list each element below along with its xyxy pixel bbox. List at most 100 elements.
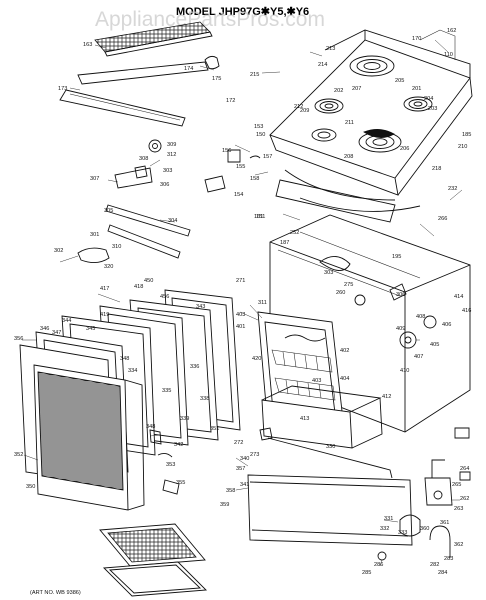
callout-label: 185	[462, 132, 471, 138]
callout-label: 312	[167, 152, 176, 158]
callout-label: 362	[454, 542, 463, 548]
callout-label: 410	[400, 368, 409, 374]
callout-label: 215	[250, 72, 259, 78]
callout-label: 209	[300, 108, 309, 114]
callout-label: 260	[336, 290, 345, 296]
callout-label: 408	[416, 314, 425, 320]
callout-label: 156	[222, 148, 231, 154]
callout-label: 195	[392, 254, 401, 260]
callout-label: 285	[362, 570, 371, 576]
callout-label: 211	[345, 120, 354, 126]
callout-label: 341	[240, 482, 249, 488]
callout-label: 350	[26, 484, 35, 490]
callout-label: 173	[58, 86, 67, 92]
cooktop-assembly	[269, 29, 473, 223]
callout-label: 201	[412, 86, 421, 92]
callout-label: 155	[236, 164, 245, 170]
callout-label: 252	[290, 230, 299, 236]
callout-label: 347	[52, 330, 61, 336]
callout-label: 158	[250, 176, 259, 182]
callout-label: 320	[104, 264, 113, 270]
callout-label: 357	[236, 466, 245, 472]
callout-label: 306	[396, 292, 405, 298]
broiler-pan	[99, 523, 208, 597]
callout-label: 305	[104, 208, 113, 214]
callout-label: 334	[128, 368, 137, 374]
callout-label: 162	[447, 28, 456, 34]
callout-label: 203	[428, 106, 437, 112]
callout-label: 351	[210, 426, 219, 432]
callout-label: 310	[112, 244, 121, 250]
callout-label: 175	[212, 76, 221, 82]
callout-label: 212	[294, 104, 303, 110]
callout-label: 172	[226, 98, 235, 104]
callout-label: 409	[396, 326, 405, 332]
callout-label: 402	[340, 348, 349, 354]
callout-label: 154	[234, 192, 243, 198]
callout-label: 302	[54, 248, 63, 254]
callout-label: 335	[162, 388, 171, 394]
callout-label: 213	[326, 46, 335, 52]
callout-label: 345	[86, 326, 95, 332]
callout-label: 358	[226, 488, 235, 494]
callout-label: 336	[190, 364, 199, 370]
callout-label: 418	[134, 284, 143, 290]
callout-label: 273	[250, 452, 259, 458]
callout-label: 308	[139, 156, 148, 162]
callout-label: 420	[252, 356, 261, 362]
callout-label: 272	[234, 440, 243, 446]
callout-label: 282	[430, 562, 439, 568]
callout-label: 303	[163, 168, 172, 174]
callout-label: 407	[414, 354, 423, 360]
callout-label: 352	[14, 452, 23, 458]
callout-label: 307	[90, 176, 99, 182]
callout-label: 301	[90, 232, 99, 238]
model-title: MODEL JHP97G✱Y5,✱Y6	[176, 6, 309, 18]
callout-label: 264	[460, 466, 469, 472]
callout-label: 456	[160, 294, 169, 300]
callout-label: 339	[180, 416, 189, 422]
callout-label: 403	[236, 312, 245, 318]
callout-label: 405	[430, 342, 439, 348]
callout-label: 210	[458, 144, 467, 150]
callout-label: 266	[438, 216, 447, 222]
callout-label: 214	[318, 62, 327, 68]
callout-label: 286	[374, 562, 383, 568]
callout-label: 208	[344, 154, 353, 160]
callout-label: 110	[444, 52, 453, 58]
callout-label: 361	[440, 520, 449, 526]
callout-label: 275	[344, 282, 353, 288]
callout-label: 403	[312, 378, 321, 384]
control-parts	[77, 139, 261, 263]
leveling-and-brackets	[259, 427, 471, 561]
callout-label: 404	[340, 376, 349, 382]
callout-label: 344	[62, 318, 71, 324]
leader-lines	[22, 39, 463, 567]
callout-label: 153	[254, 124, 263, 130]
callout-label: 414	[454, 294, 463, 300]
callout-label: 170	[412, 36, 421, 42]
callout-label: 163	[83, 42, 92, 48]
callout-label: 205	[395, 78, 404, 84]
callout-label: 265	[452, 482, 461, 488]
callout-label: 417	[100, 286, 109, 292]
callout-label: 262	[460, 496, 469, 502]
callout-label: 450	[144, 278, 153, 284]
callout-label: 283	[444, 556, 453, 562]
callout-label: 412	[382, 394, 391, 400]
callout-label: 343	[196, 304, 205, 310]
oven-body	[257, 214, 471, 439]
callout-label: 332	[380, 526, 389, 532]
callout-label: 218	[432, 166, 441, 172]
callout-label: 311	[258, 300, 267, 306]
art-number: (ART NO. WB 9386)	[30, 590, 81, 596]
callout-label: 206	[400, 146, 409, 152]
callout-label: 331	[384, 516, 393, 522]
watermark: AppliancePartsPros.com	[95, 8, 325, 31]
callout-label: 359	[220, 502, 229, 508]
callout-label: 187	[280, 240, 289, 246]
callout-label: 284	[438, 570, 447, 576]
callout-label: 342	[174, 442, 183, 448]
callout-label: 157	[263, 154, 272, 160]
